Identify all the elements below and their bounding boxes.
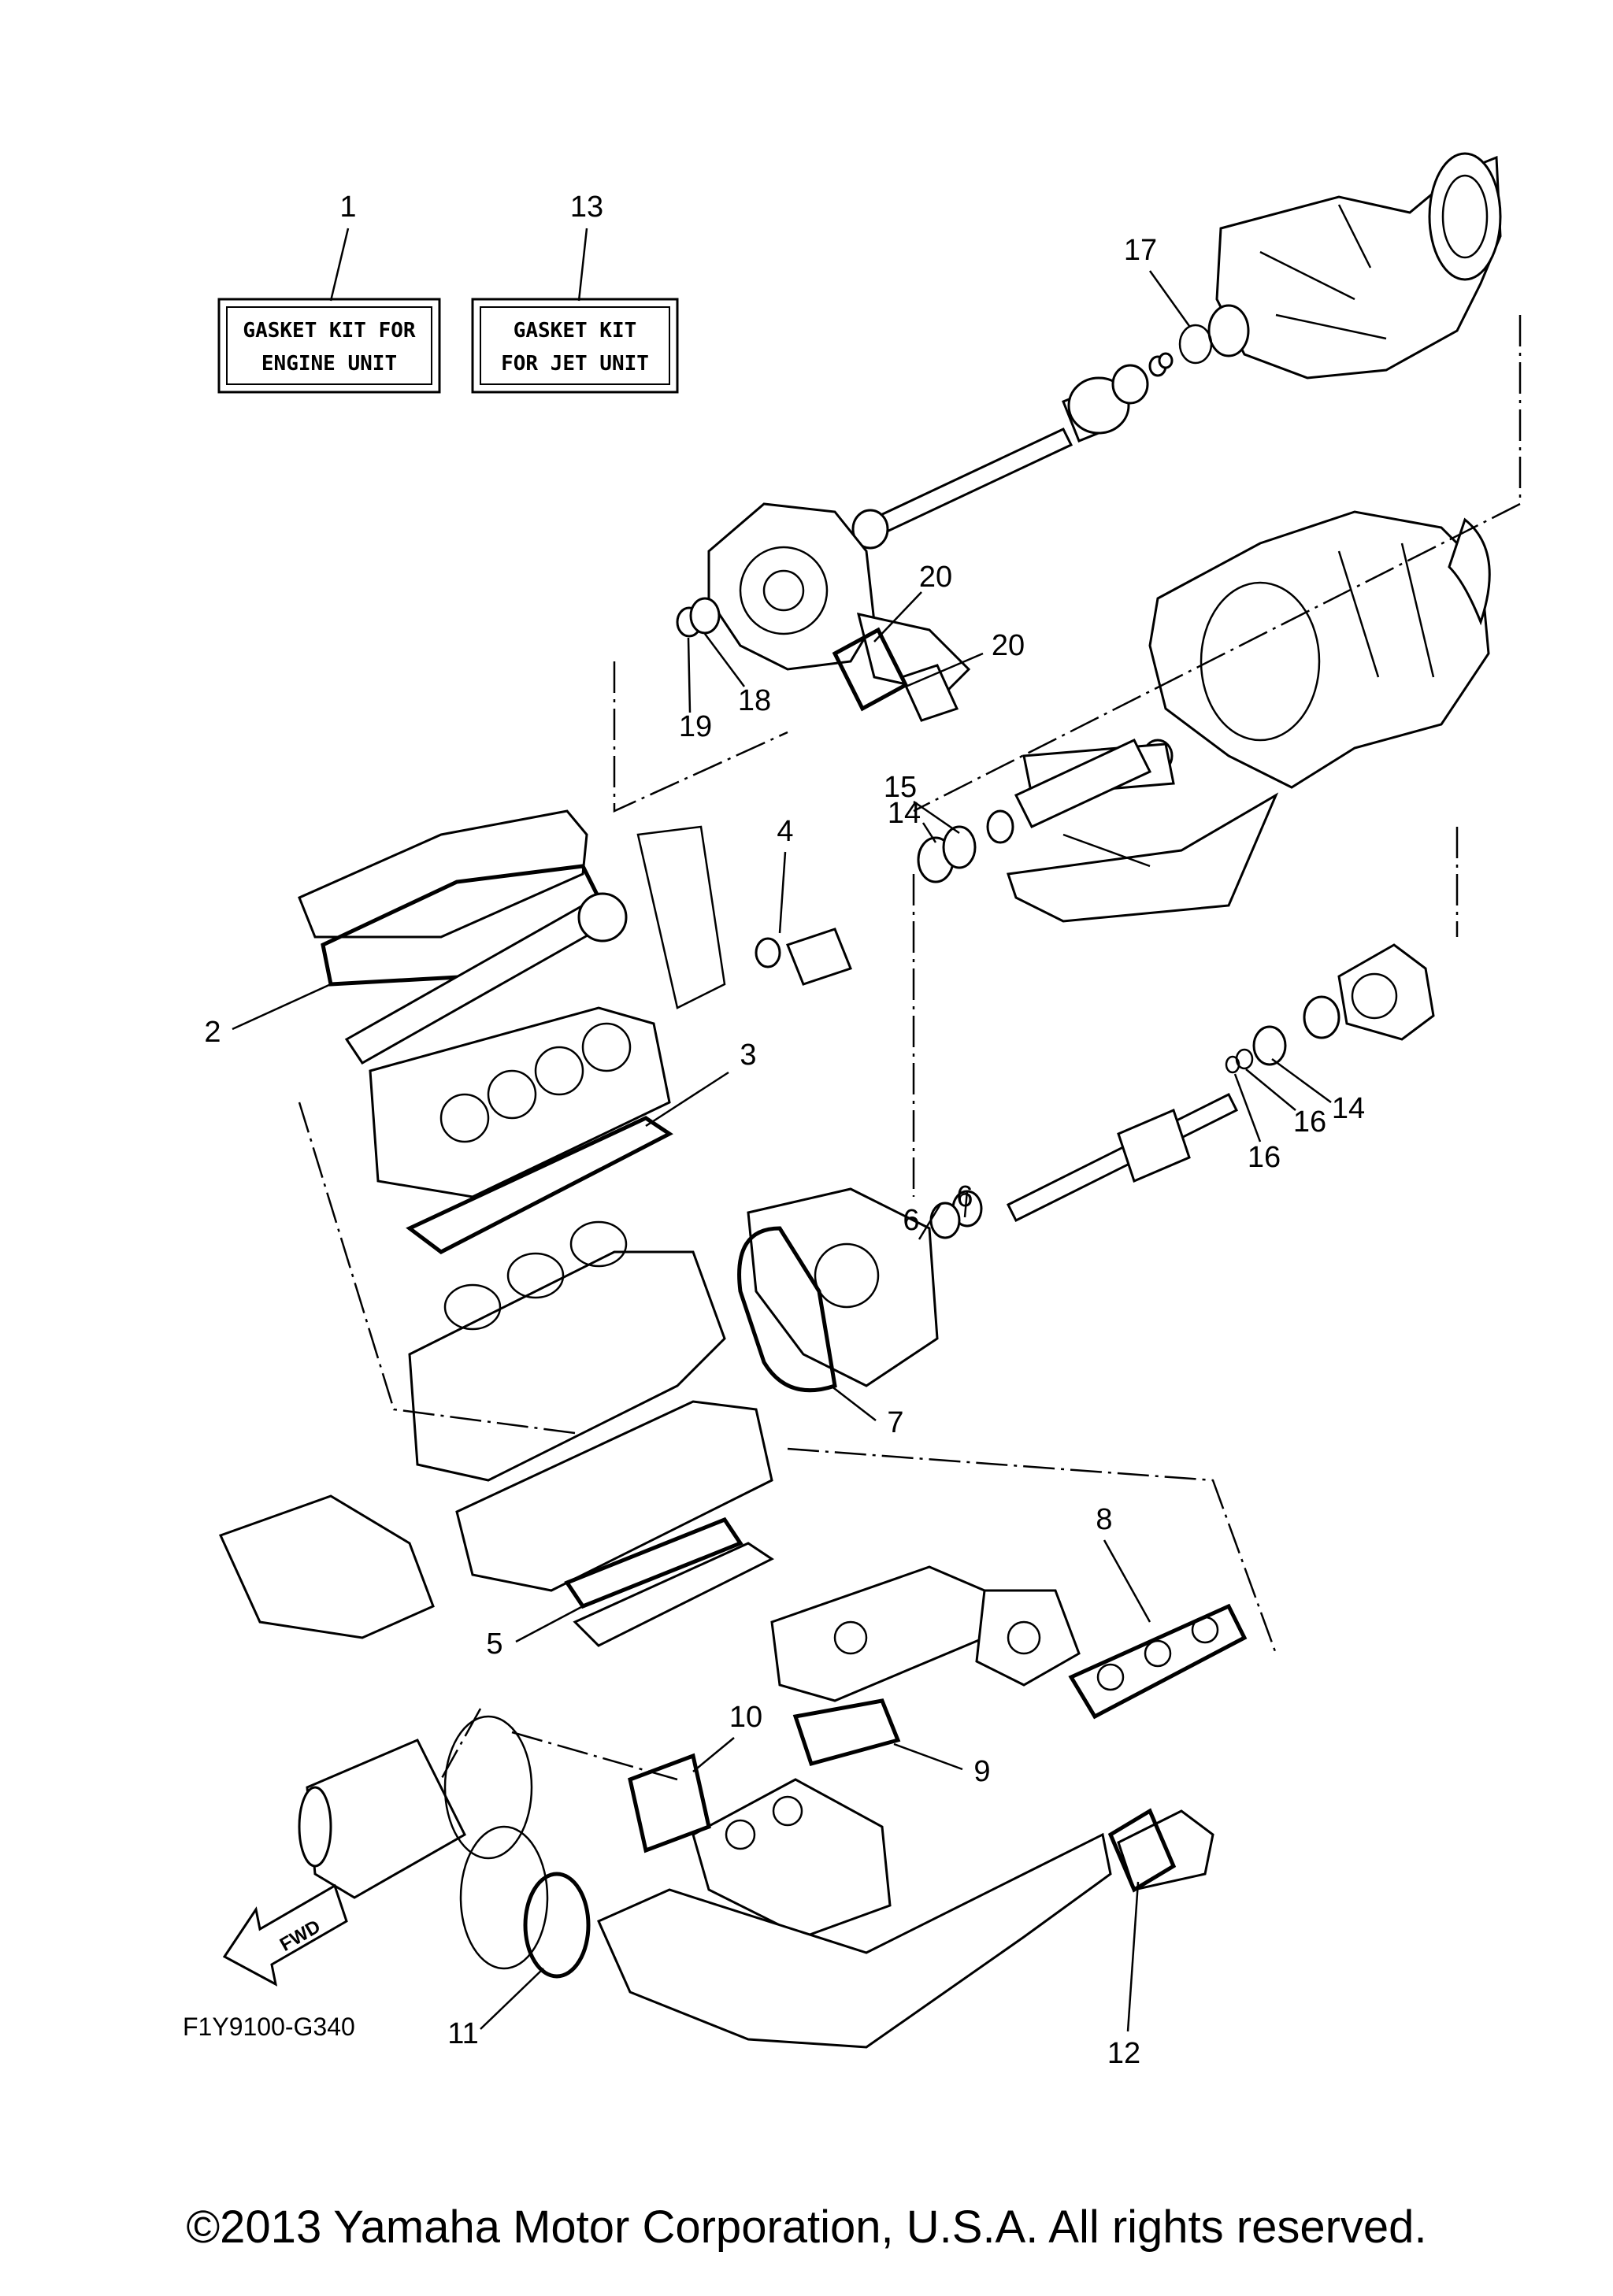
callout-16a: 16 <box>1293 1105 1326 1139</box>
kit-jet-line1: GASKET KIT <box>514 319 637 343</box>
callout-16b: 16 <box>1248 1141 1281 1174</box>
hose-clamp-11 <box>523 1872 591 1979</box>
callout-8: 8 <box>1096 1503 1112 1536</box>
callout-14b: 14 <box>1332 1092 1365 1125</box>
o-ring-7 <box>737 1226 837 1393</box>
callout-11: 11 <box>447 2017 478 2050</box>
cylinder-head <box>369 1006 671 1198</box>
callout-12: 12 <box>1107 2037 1140 2070</box>
diagram-code: F1Y9100-G340 <box>183 2013 355 2041</box>
gasket-20 <box>832 627 909 712</box>
valve-cover <box>298 809 602 987</box>
callout-19: 19 <box>679 710 712 743</box>
crankcase-cover <box>747 1187 939 1387</box>
callout-6a: 6 <box>903 1204 919 1237</box>
callout-2: 2 <box>204 1016 221 1049</box>
callout-4: 4 <box>777 815 793 848</box>
exhaust-gasket-12 <box>1107 1808 1177 1893</box>
callout-20a: 20 <box>919 561 952 594</box>
exhaust-manifold <box>770 1565 1081 1702</box>
copyright-notice: ©2013 Yamaha Motor Corporation, U.S.A. A… <box>186 2202 1427 2253</box>
crankcase-lower <box>218 1400 773 1639</box>
exhaust-gasket-8 <box>1068 1603 1248 1720</box>
impeller-shaft <box>929 1092 1239 1239</box>
callout-20b: 20 <box>992 629 1025 662</box>
callout-5: 5 <box>486 1628 502 1661</box>
callout-15: 15 <box>884 771 917 804</box>
callout-3: 3 <box>740 1039 756 1072</box>
callouts: 2 3 4 5 6 6 7 8 9 10 11 12 14 14 15 16 1 <box>204 234 1365 2070</box>
callout-7: 7 <box>887 1406 903 1439</box>
head-gasket-3 <box>406 1116 673 1254</box>
kit-engine-line2: ENGINE UNIT <box>261 352 397 376</box>
kit-engine-number: 1 <box>339 191 356 224</box>
water-lock <box>298 1715 549 1970</box>
exhaust-gasket-9 <box>792 1698 901 1767</box>
callout-18: 18 <box>738 684 771 717</box>
exhaust-pipe <box>597 1809 1214 2049</box>
kit-engine-unit: 1 GASKET KIT FOR ENGINE UNIT <box>217 191 441 394</box>
callout-17: 17 <box>1124 234 1157 267</box>
callout-10: 10 <box>729 1701 762 1734</box>
kit-jet-number: 13 <box>570 191 603 224</box>
exhaust-elbow <box>692 1778 892 1939</box>
cylinder-block <box>408 1220 726 1482</box>
bearing-housing-14 <box>1225 943 1435 1074</box>
oil-pan-gasket-5 <box>564 1516 774 1647</box>
impeller-bearings-15 <box>917 739 1152 883</box>
kit-engine-line1: GASKET KIT FOR <box>243 319 415 343</box>
pump-housing <box>676 502 971 722</box>
exhaust-gasket-10 <box>628 1753 711 1853</box>
pump-body-large <box>1007 510 1491 923</box>
callout-9: 9 <box>973 1755 990 1788</box>
section-lines <box>298 315 1522 1781</box>
callout-6b: 6 <box>956 1180 973 1213</box>
forward-arrow: FWD <box>222 1883 348 1987</box>
o-ring-17 <box>1178 324 1213 365</box>
kit-jet-line2: FOR JET UNIT <box>501 352 649 376</box>
kit-jet-unit: 13 GASKET KIT FOR JET UNIT <box>471 191 679 394</box>
timing-chain <box>636 825 726 1009</box>
drive-shaft-upper <box>851 352 1174 550</box>
jet-pump-nozzle <box>1207 152 1502 380</box>
chain-tensioner-4 <box>755 928 852 986</box>
